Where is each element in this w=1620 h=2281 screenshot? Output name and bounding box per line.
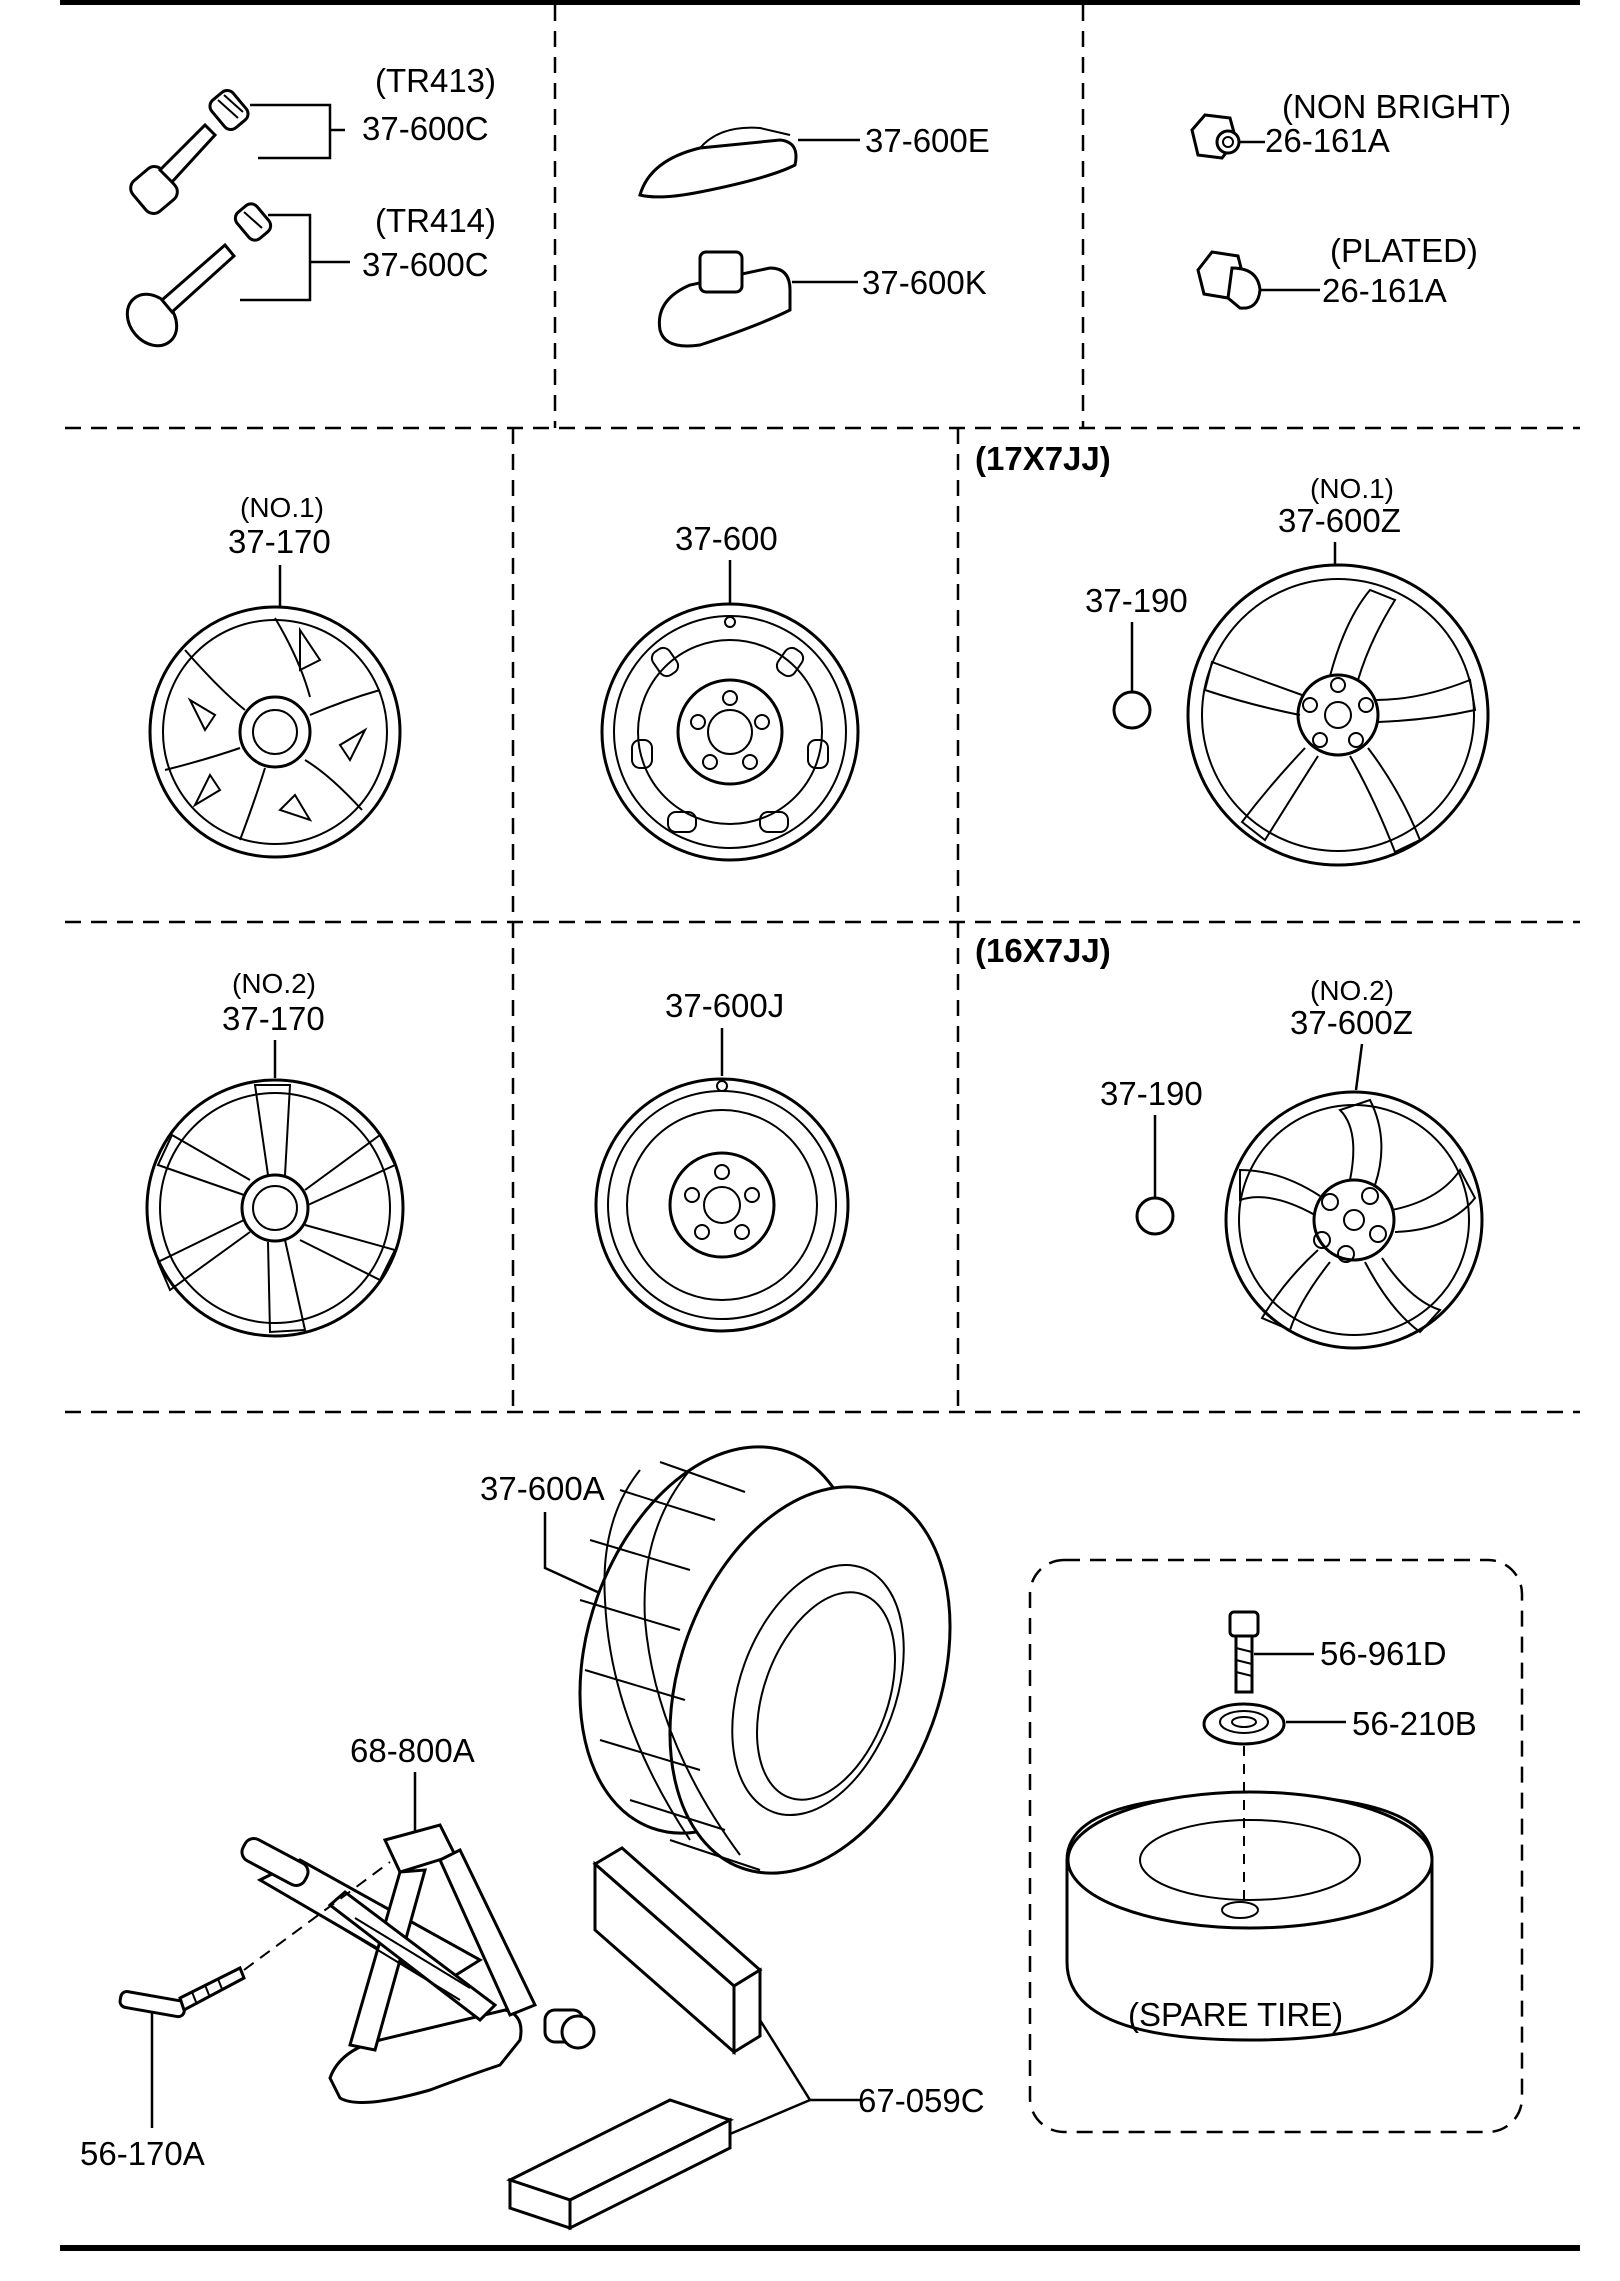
spare-washer [1202, 1702, 1286, 1746]
wheel-cover-no1 [148, 605, 402, 859]
part-37-190-b: 37-190 [1100, 1075, 1203, 1112]
part-37-600z-a: 37-600Z [1278, 502, 1401, 539]
label-17x7jj: (17X7JJ) [975, 440, 1111, 477]
center-emblem-a [1112, 690, 1152, 730]
leader-tr413 [250, 103, 332, 160]
part-37-600c-b: 37-600C [362, 246, 489, 283]
label-tr413: (TR413) [375, 62, 496, 99]
spare-tire [1065, 1790, 1434, 2042]
leader-67-059c-b [729, 2098, 811, 2136]
label-alloy-no2: (NO.2) [1310, 975, 1394, 1006]
part-37-600z-b: 37-600Z [1290, 1004, 1413, 1041]
part-37-600a: 37-600A [480, 1470, 605, 1507]
label-16x7jj: (16X7JJ) [975, 932, 1111, 969]
spare-steel-wheel [594, 1077, 850, 1333]
label-tr414: (TR414) [375, 202, 496, 239]
part-37-600e: 37-600E [865, 122, 990, 159]
spare-tire-group-box [1028, 1558, 1524, 2134]
steel-wheel [600, 602, 860, 862]
part-37-600: 37-600 [675, 520, 778, 557]
jack-handle [118, 1965, 246, 2019]
part-56-961d: 56-961D [1320, 1635, 1447, 1672]
part-26-161a-a: 26-161A [1265, 122, 1390, 159]
label-alloy-no1: (NO.1) [1310, 473, 1394, 504]
label-cover-no2: (NO.2) [232, 968, 316, 999]
nut-plated [1196, 250, 1262, 310]
leader-37-600a [543, 1512, 616, 1602]
alloy-wheel-no1 [1186, 563, 1490, 867]
valve-stem-tr413 [129, 88, 250, 215]
valve-stem-tr414 [125, 202, 273, 348]
label-cover-no1: (NO.1) [240, 492, 324, 523]
part-56-210b: 56-210B [1352, 1705, 1477, 1742]
part-26-161a-b: 26-161A [1322, 272, 1447, 309]
part-67-059c: 67-059C [858, 2082, 985, 2119]
center-emblem-b [1135, 1196, 1175, 1236]
leader-tr414 [240, 213, 312, 302]
spare-bolt [1228, 1610, 1260, 1694]
part-37-190-a: 37-190 [1085, 582, 1188, 619]
part-56-170a: 56-170A [80, 2135, 205, 2172]
part-37-600j: 37-600J [665, 987, 784, 1024]
leader-alloy-no2 [1354, 1043, 1364, 1091]
part-37-600k: 37-600K [862, 264, 987, 301]
clip-on-weight [638, 126, 798, 199]
scissor-jack [240, 1823, 596, 2104]
part-37-600c-a: 37-600C [362, 110, 489, 147]
label-plated: (PLATED) [1330, 232, 1478, 269]
part-68-800a: 68-800A [350, 1732, 475, 1769]
tool-pad-upper [592, 1846, 763, 2056]
tire [578, 1445, 952, 1875]
label-spare-tire: (SPARE TIRE) [1128, 1996, 1343, 2033]
wheel-cover-no2 [145, 1078, 405, 1338]
alloy-wheel-no2 [1224, 1090, 1484, 1350]
nut-non-bright [1190, 113, 1241, 160]
handle-axis [243, 1861, 391, 1971]
part-37-170-a: 37-170 [228, 523, 331, 560]
label-non-bright: (NON BRIGHT) [1282, 88, 1511, 125]
tool-pad-lower [506, 2098, 734, 2231]
part-37-170-b: 37-170 [222, 1000, 325, 1037]
adhesive-weight [657, 250, 792, 348]
leader-67-059c-a [758, 2019, 860, 2102]
